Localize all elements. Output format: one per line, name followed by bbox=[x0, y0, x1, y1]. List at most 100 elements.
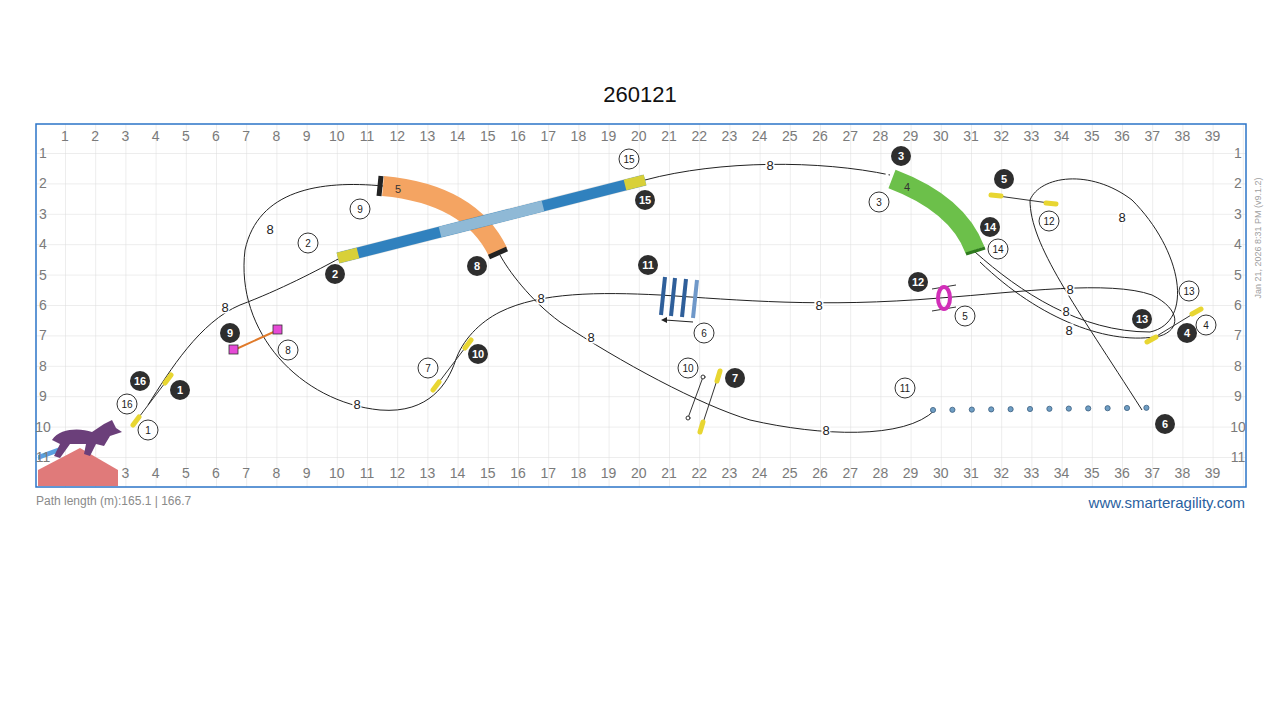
grid-number: 7 bbox=[39, 328, 47, 342]
callout-number: 9 bbox=[350, 199, 371, 220]
path-distance: 8 bbox=[1061, 305, 1070, 318]
handler-number: 6 bbox=[1155, 414, 1175, 434]
path-distance: 8 bbox=[352, 398, 361, 411]
grid-number: 5 bbox=[1234, 268, 1242, 282]
path-distance: 8 bbox=[821, 424, 830, 437]
grid-number: 11 bbox=[360, 129, 375, 143]
path-line bbox=[244, 184, 1175, 410]
grid-number: 15 bbox=[480, 129, 496, 143]
grid-number: 8 bbox=[272, 466, 280, 480]
path-distance: 8 bbox=[265, 223, 274, 236]
jump-bar bbox=[234, 330, 278, 350]
weave-pole bbox=[1124, 405, 1129, 410]
grid-number: 17 bbox=[540, 466, 556, 480]
grid-number: 32 bbox=[993, 129, 1009, 143]
tunnel-end bbox=[379, 176, 381, 196]
handler-number: 8 bbox=[467, 256, 487, 276]
dog-walk bbox=[338, 180, 645, 258]
path-distance: 8 bbox=[1117, 211, 1126, 224]
field-border bbox=[36, 124, 1246, 487]
grid-number: 19 bbox=[601, 129, 617, 143]
grid-number: 4 bbox=[39, 237, 47, 251]
grid-number: 35 bbox=[1084, 466, 1100, 480]
grid-number: 28 bbox=[873, 466, 889, 480]
grid-number: 1 bbox=[1234, 146, 1242, 160]
grid-number: 7 bbox=[242, 466, 250, 480]
path-distance: 8 bbox=[536, 292, 545, 305]
grid-number: 11 bbox=[1231, 450, 1246, 464]
grid-number: 3 bbox=[121, 466, 129, 480]
handler-number: 14 bbox=[980, 217, 1000, 237]
jump-wing bbox=[700, 422, 703, 432]
grid-number: 6 bbox=[1234, 298, 1242, 312]
callout-number: 12 bbox=[1039, 211, 1060, 232]
grid-number: 11 bbox=[36, 450, 51, 464]
jump-post bbox=[686, 416, 690, 420]
grid-number: 30 bbox=[933, 129, 949, 143]
weave-pole bbox=[950, 407, 955, 412]
grid-number: 33 bbox=[1024, 466, 1040, 480]
path-line bbox=[148, 258, 340, 405]
jump-bar bbox=[433, 340, 471, 390]
grid-number: 34 bbox=[1054, 129, 1070, 143]
handler-number: 12 bbox=[908, 272, 928, 292]
grid-number: 27 bbox=[842, 466, 858, 480]
handler-number: 3 bbox=[891, 146, 911, 166]
grid-number: 2 bbox=[39, 176, 47, 190]
jump-wing bbox=[229, 345, 238, 354]
callout-number: 3 bbox=[869, 192, 890, 213]
grid-number: 10 bbox=[329, 129, 345, 143]
grid-number: 22 bbox=[691, 129, 707, 143]
weave-pole bbox=[969, 407, 974, 412]
panel bbox=[693, 280, 697, 318]
jump-wing bbox=[1046, 203, 1056, 204]
jumps bbox=[133, 195, 1201, 432]
grid-number: 38 bbox=[1175, 466, 1191, 480]
timestamp: Jan 21, 2026 8:31 PM (v9.1.2) bbox=[1254, 177, 1263, 298]
handler-number: 2 bbox=[325, 264, 345, 284]
tunnel-end bbox=[489, 249, 507, 257]
grid-number: 9 bbox=[303, 129, 311, 143]
grid-number: 23 bbox=[722, 466, 738, 480]
callout-number: 5 bbox=[955, 306, 976, 327]
path-line bbox=[500, 255, 935, 432]
grid-number: 6 bbox=[39, 298, 47, 312]
grid-number: 16 bbox=[510, 129, 526, 143]
grid-number: 20 bbox=[631, 466, 647, 480]
weave-pole bbox=[1047, 406, 1052, 411]
callout-number: 16 bbox=[117, 394, 138, 415]
grid-number: 8 bbox=[1234, 359, 1242, 373]
jump-post bbox=[701, 375, 705, 379]
handler-number: 7 bbox=[725, 368, 745, 388]
panel bbox=[661, 277, 665, 315]
grid-number: 24 bbox=[752, 466, 768, 480]
weave-pole bbox=[1144, 405, 1149, 410]
handler-number: 5 bbox=[994, 169, 1014, 189]
grid-number: 8 bbox=[272, 129, 280, 143]
path-distance: 8 bbox=[814, 299, 823, 312]
grid-number: 26 bbox=[812, 129, 828, 143]
grid-number: 30 bbox=[933, 466, 949, 480]
grid-number: 15 bbox=[480, 466, 496, 480]
grid-number: 5 bbox=[39, 268, 47, 282]
grid-number: 18 bbox=[571, 466, 587, 480]
map-title: 260121 bbox=[603, 84, 676, 106]
grid-number: 37 bbox=[1144, 129, 1160, 143]
grid-number: 11 bbox=[360, 466, 375, 480]
grid-number: 5 bbox=[182, 129, 190, 143]
handler-number: 15 bbox=[635, 190, 655, 210]
grid-number: 35 bbox=[1084, 129, 1100, 143]
weave-pole bbox=[1105, 406, 1110, 411]
grid-number: 36 bbox=[1114, 129, 1130, 143]
grid-number: 23 bbox=[722, 129, 738, 143]
path-distance: 8 bbox=[1065, 283, 1074, 296]
grid-number: 12 bbox=[389, 466, 405, 480]
jump-wing bbox=[273, 325, 282, 334]
handler-number: 10 bbox=[468, 344, 488, 364]
grid-number: 6 bbox=[212, 466, 220, 480]
grid-number: 4 bbox=[1234, 237, 1242, 251]
grid-number: 6 bbox=[212, 129, 220, 143]
grid-number: 10 bbox=[329, 466, 345, 480]
callout-number: 13 bbox=[1179, 281, 1200, 302]
